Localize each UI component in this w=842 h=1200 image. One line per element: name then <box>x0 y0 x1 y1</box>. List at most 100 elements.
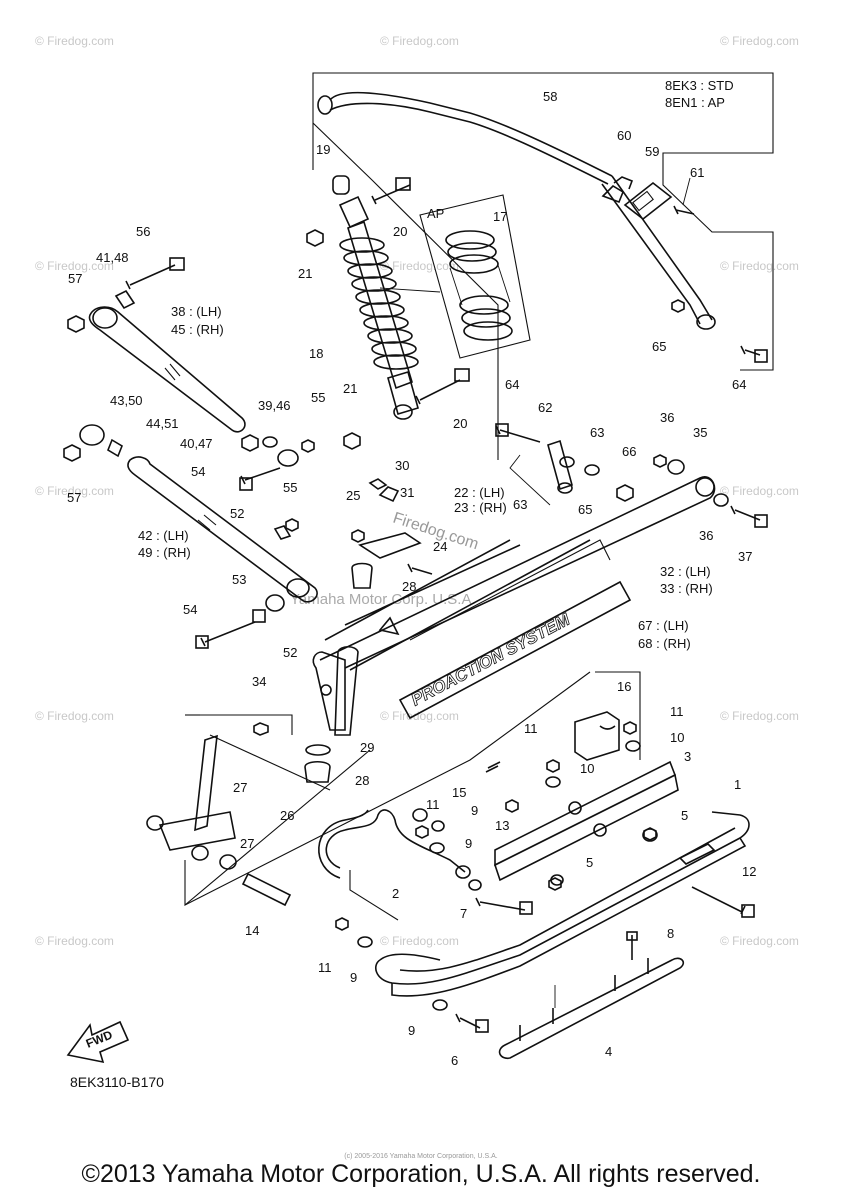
part-label-36a: 36 <box>660 410 674 425</box>
bracket <box>623 181 673 221</box>
part-label-65b: 65 <box>578 502 592 517</box>
copyright: ©2013 Yamaha Motor Corporation, U.S.A. A… <box>81 1160 761 1188</box>
part-label-44_51: 44,51 <box>146 416 179 431</box>
part-label-52a: 52 <box>230 506 244 521</box>
watermark-copy: Yamaha Motor Corp. U.S.A. <box>290 591 476 608</box>
part-label-28a: 28 <box>402 579 416 594</box>
shock-absorber <box>306 175 470 450</box>
diagram-code: 8EK3110-B170 <box>70 1074 164 1090</box>
lower-arm <box>63 424 318 649</box>
part-label-34: 34 <box>252 674 266 689</box>
shock-mount <box>351 478 433 589</box>
part-label-18: 18 <box>309 346 323 361</box>
part-label-63b: 63 <box>513 497 527 512</box>
part-label-68: 68 : (RH) <box>638 636 691 651</box>
legend-line-2: 8EN1 : AP <box>665 95 725 110</box>
part-label-33: 33 : (RH) <box>660 581 713 596</box>
part-label-10b: 10 <box>580 761 594 776</box>
part-label-63a: 63 <box>590 425 604 440</box>
part-label-41_48: 41,48 <box>96 250 129 265</box>
part-label-28b: 28 <box>355 773 369 788</box>
part-label-14: 14 <box>245 923 259 938</box>
watermark: © Firedog.com <box>720 259 799 273</box>
part-label-36b: 36 <box>699 528 713 543</box>
part-label-8: 8 <box>667 926 674 941</box>
watermark: © Firedog.com <box>35 934 114 948</box>
part-label-6: 6 <box>451 1053 458 1068</box>
part-label-62: 62 <box>538 400 552 415</box>
watermark: © Firedog.com <box>720 484 799 498</box>
part-label-29: 29 <box>360 740 374 755</box>
clamp <box>601 184 624 204</box>
part-label-57b: 57 <box>67 490 81 505</box>
part-label-5b: 5 <box>586 855 593 870</box>
part-label-11b: 11 <box>670 704 684 719</box>
part-label-57a: 57 <box>68 271 82 286</box>
part-label-64a: 64 <box>505 377 519 392</box>
part-label-13: 13 <box>495 818 509 833</box>
fine-print: (c) 2005-2016 Yamaha Motor Corporation, … <box>344 1153 498 1160</box>
ski-handle <box>318 808 533 915</box>
part-label-66: 66 <box>622 444 636 459</box>
part-label-5a: 5 <box>681 808 688 823</box>
part-label-10a: 10 <box>670 730 684 745</box>
watermark: © Firedog.com <box>720 34 799 48</box>
part-label-67: 67 : (LH) <box>638 618 689 633</box>
ap-spring-inset: AP <box>379 194 531 359</box>
part-label-30: 30 <box>395 458 409 473</box>
part-label-15: 15 <box>452 785 466 800</box>
part-label-52b: 52 <box>283 645 297 660</box>
part-label-53: 53 <box>232 572 246 587</box>
lower-fasteners <box>335 825 489 1033</box>
part-label-39_46: 39,46 <box>258 398 291 413</box>
part-label-25: 25 <box>346 488 360 503</box>
part-label-9d: 9 <box>408 1023 415 1038</box>
watermark: © Firedog.com <box>35 484 114 498</box>
part-label-11d: 11 <box>318 960 332 975</box>
part-label-43_50: 43,50 <box>110 393 143 408</box>
part-label-31: 31 <box>400 485 414 500</box>
part-label-11c: 11 <box>426 797 440 812</box>
part-label-17: 17 <box>493 209 507 224</box>
part-label-9b: 9 <box>465 836 472 851</box>
part-label-45: 45 : (RH) <box>171 322 224 337</box>
part-label-58: 58 <box>543 89 557 104</box>
part-label-60: 60 <box>617 128 631 143</box>
watermark: © Firedog.com <box>380 259 459 273</box>
pivot-hardware <box>239 434 315 491</box>
watermark: © Firedog.com <box>35 34 114 48</box>
part-label-40_47: 40,47 <box>180 436 213 451</box>
part-label-16: 16 <box>617 679 631 694</box>
part-label-20a: 20 <box>393 224 407 239</box>
ski <box>375 811 755 997</box>
right-hardware <box>653 299 768 528</box>
part-label-65a: 65 <box>652 339 666 354</box>
part-label-42: 42 : (LH) <box>138 528 189 543</box>
part-label-35: 35 <box>693 425 707 440</box>
part-label-37: 37 <box>738 549 752 564</box>
watermark: © Firedog.com <box>35 259 114 273</box>
part-label-56: 56 <box>136 224 150 239</box>
watermark: © Firedog.com <box>720 934 799 948</box>
stabilizer-bar <box>329 91 613 177</box>
legend-line-1: 8EK3 : STD <box>665 78 734 93</box>
part-label-24: 24 <box>433 539 447 554</box>
part-label-1: 1 <box>734 777 741 792</box>
ski-mount-frame <box>184 671 641 921</box>
part-label-27b: 27 <box>240 836 254 851</box>
part-label-38: 38 : (LH) <box>171 304 222 319</box>
part-label-27a: 27 <box>233 780 247 795</box>
part-label-3: 3 <box>684 749 691 764</box>
part-label-9a: 9 <box>471 803 478 818</box>
bolt <box>673 205 695 215</box>
steering-link <box>495 423 634 506</box>
spindle-bushings <box>253 722 331 783</box>
part-label-49: 49 : (RH) <box>138 545 191 560</box>
ski-bracket <box>485 711 679 891</box>
part-label-11a: 11 <box>524 721 538 736</box>
part-label-54b: 54 <box>183 602 197 617</box>
trailing-arm <box>312 476 716 736</box>
part-label-55b: 55 <box>283 480 297 495</box>
